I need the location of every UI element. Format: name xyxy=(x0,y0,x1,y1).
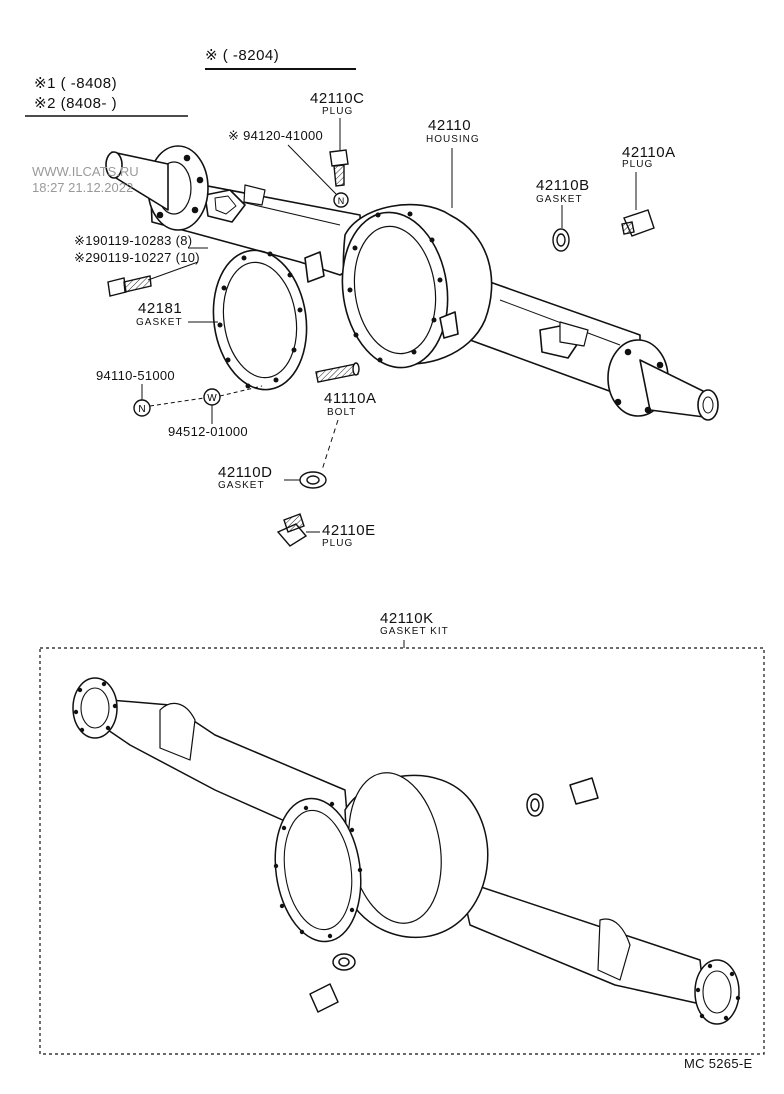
part-94512-number: 94512-01000 xyxy=(168,424,248,439)
part-42110b-name: GASKET xyxy=(536,194,583,205)
watermark-time: 18:27 21.12.2022 xyxy=(32,180,134,195)
axle-housing-kit xyxy=(72,677,740,1025)
part-42110k-name: GASKET KIT xyxy=(380,626,449,637)
part-94120-number: ※ 94120-41000 xyxy=(228,128,324,143)
part-41110a-number: 41110A xyxy=(324,390,377,407)
nut-symbol-top: N xyxy=(338,196,345,206)
part-42110c-number: 42110C xyxy=(310,90,365,107)
bolt-holes-kit xyxy=(73,681,741,1021)
axle-housing-top xyxy=(105,145,719,421)
diagram-code: MC 5265-E xyxy=(684,1056,753,1071)
part-42110b-number: 42110B xyxy=(536,177,590,194)
cover-gasket-42181 xyxy=(212,249,308,391)
part-90119-10283-number: ※190119-10283 (8) xyxy=(74,233,193,248)
part-42110d-name: GASKET xyxy=(218,480,265,491)
small-parts-top xyxy=(107,149,655,547)
variant-2-range: ※2 (8408- ) xyxy=(34,95,118,112)
part-42110a-name: PLUG xyxy=(622,159,654,170)
part-42110k-number: 42110K xyxy=(380,610,434,627)
leader-lines-top xyxy=(141,118,637,648)
part-42110a-number: 42110A xyxy=(622,144,676,161)
part-42181-name: GASKET xyxy=(136,317,183,328)
variant-1-range: ※1 ( -8408) xyxy=(34,75,118,92)
part-42110-number: 42110 xyxy=(428,117,472,134)
part-90119-10227-number: ※290119-10227 (10) xyxy=(74,250,200,265)
part-42110d-number: 42110D xyxy=(218,464,273,481)
part-42110e-number: 42110E xyxy=(322,522,376,539)
washer-symbol: W xyxy=(207,393,217,404)
part-42181-number: 42181 xyxy=(138,300,183,317)
watermark-site: WWW.ILCATS.RU xyxy=(32,164,139,179)
applicability-note: ※ ( -8204) xyxy=(205,47,280,64)
gasket-kit-frame xyxy=(39,647,765,1055)
nut-symbol: N xyxy=(138,404,145,415)
part-42110c-name: PLUG xyxy=(322,106,354,117)
part-42110e-name: PLUG xyxy=(322,538,354,549)
part-94110-number: 94110-51000 xyxy=(96,368,175,383)
part-42110-name: HOUSING xyxy=(426,134,480,145)
part-41110a-name: BOLT xyxy=(327,407,357,418)
